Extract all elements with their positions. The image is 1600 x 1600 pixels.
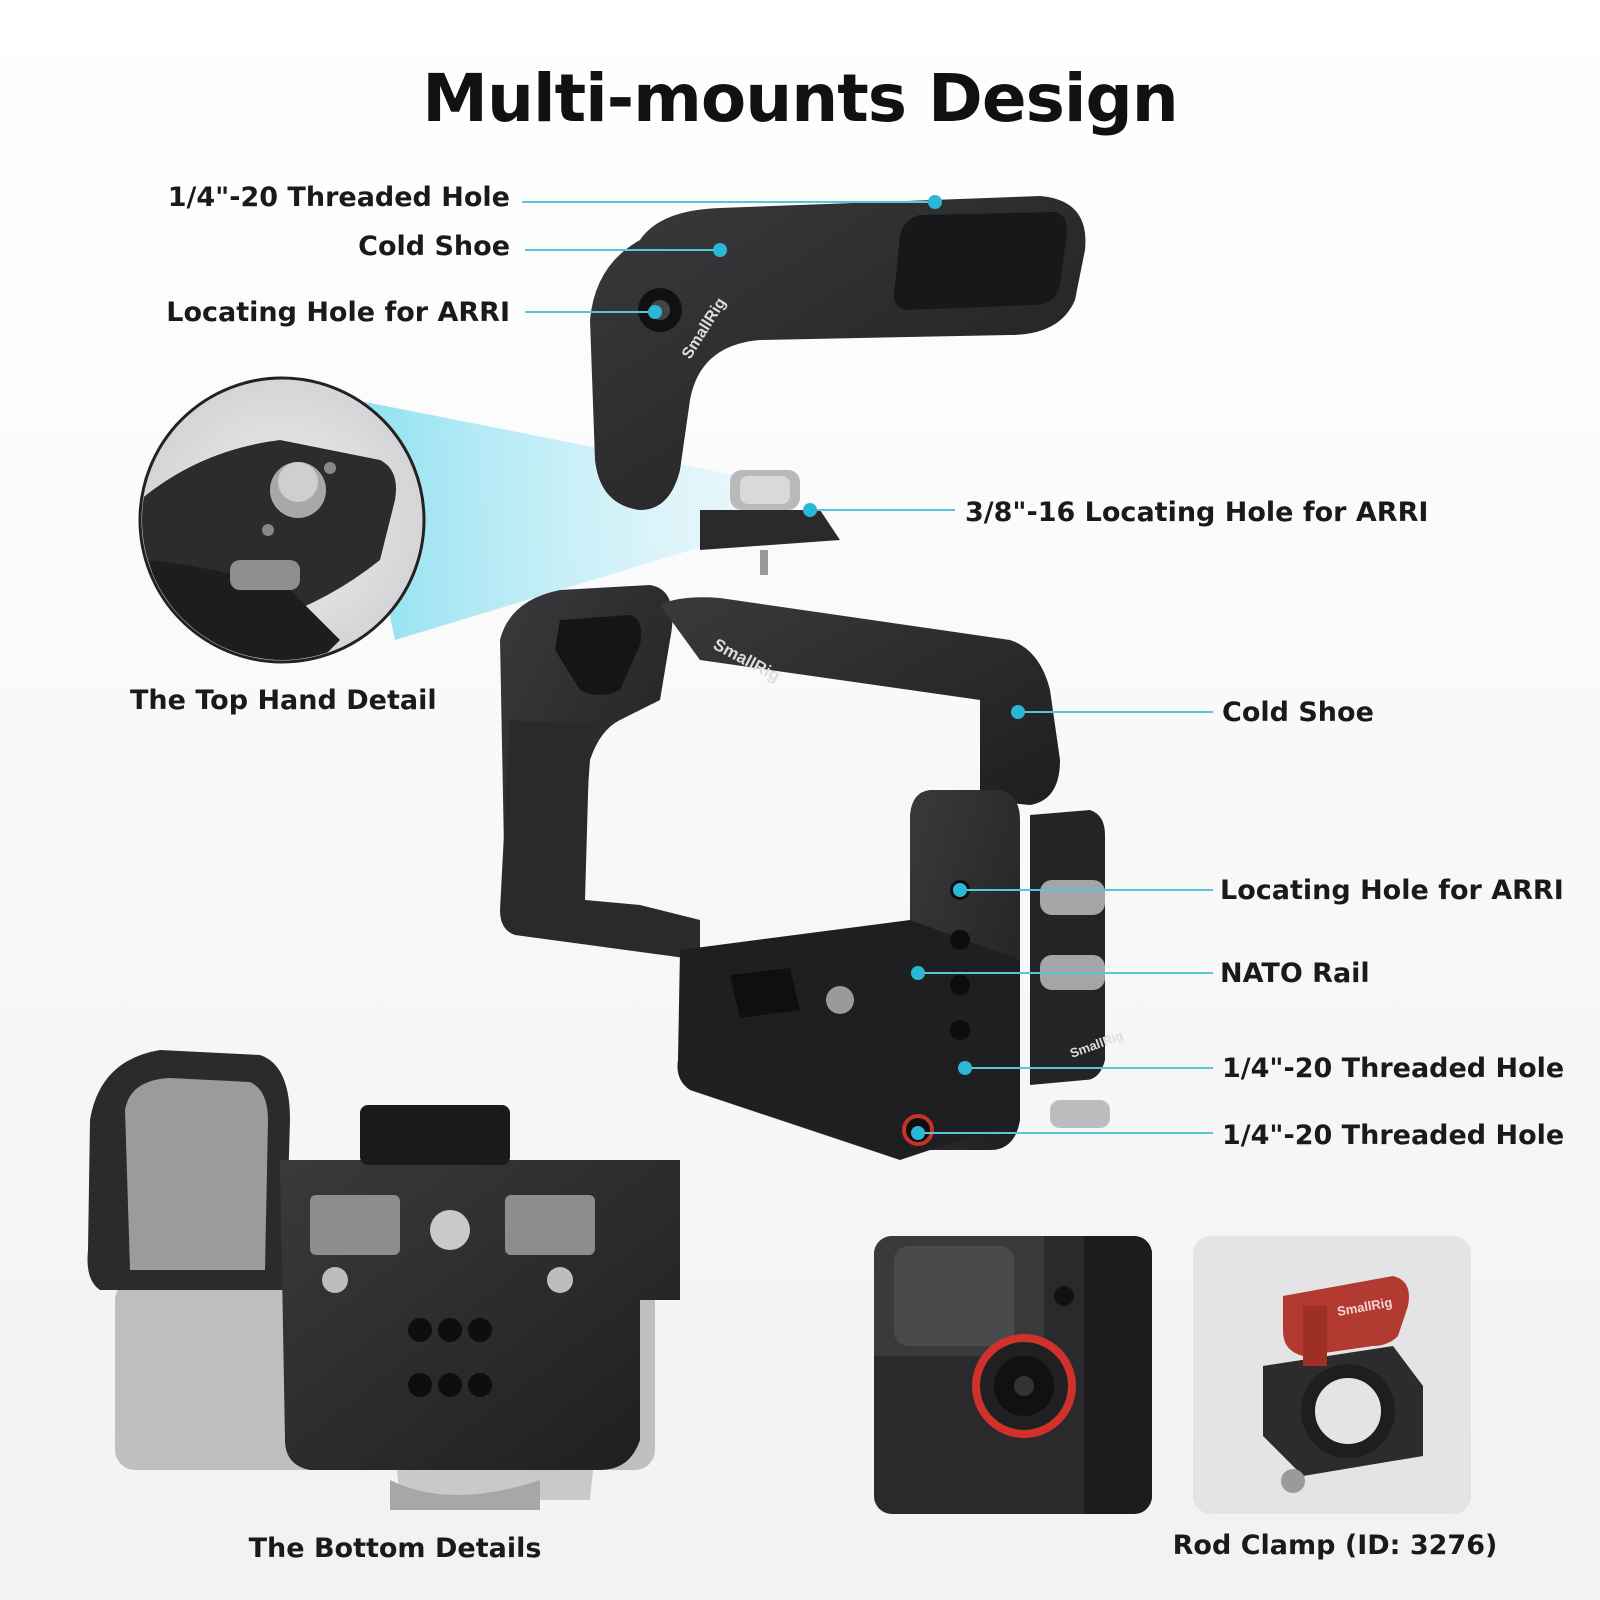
label-cage-threaded-2: 1/4"-20 Threaded Hole bbox=[1222, 1120, 1565, 1151]
label-cage-nato: NATO Rail bbox=[1220, 958, 1370, 989]
label-handle-threaded-hole: 1/4"-20 Threaded Hole bbox=[167, 182, 510, 213]
rod-clamp-image: SmallRig bbox=[1263, 1276, 1423, 1493]
bottom-details-illustration bbox=[87, 1050, 680, 1510]
caption-rod-clamp: Rod Clamp (ID: 3276) bbox=[1172, 1530, 1498, 1561]
label-cage-threaded-1: 1/4"-20 Threaded Hole bbox=[1222, 1053, 1565, 1084]
top-handle: SmallRig bbox=[590, 196, 1086, 510]
label-handle-cold-shoe: Cold Shoe bbox=[358, 231, 510, 262]
arri-knob bbox=[700, 470, 840, 575]
label-cage-arri: Locating Hole for ARRI bbox=[1220, 875, 1564, 906]
magnifier-beam bbox=[345, 398, 790, 640]
threaded-hole-detail-panel bbox=[874, 1236, 1152, 1514]
caption-bottom-details: The Bottom Details bbox=[248, 1533, 542, 1564]
top-hand-detail-circle bbox=[138, 376, 426, 664]
threaded-hole-closeup bbox=[874, 1236, 1152, 1514]
label-cage-cold-shoe: Cold Shoe bbox=[1222, 697, 1374, 728]
label-handle-38-arri: 3/8"-16 Locating Hole for ARRI bbox=[965, 497, 1429, 528]
label-handle-arri: Locating Hole for ARRI bbox=[166, 297, 510, 328]
callout-dots bbox=[648, 195, 1025, 1140]
caption-top-hand-detail: The Top Hand Detail bbox=[130, 685, 437, 716]
page-title: Multi-mounts Design bbox=[422, 60, 1178, 137]
camera-cage: SmallRig SmallRig bbox=[500, 585, 1125, 1160]
rod-clamp-panel: SmallRig bbox=[1193, 1236, 1471, 1514]
leader-lines bbox=[522, 201, 1213, 1134]
